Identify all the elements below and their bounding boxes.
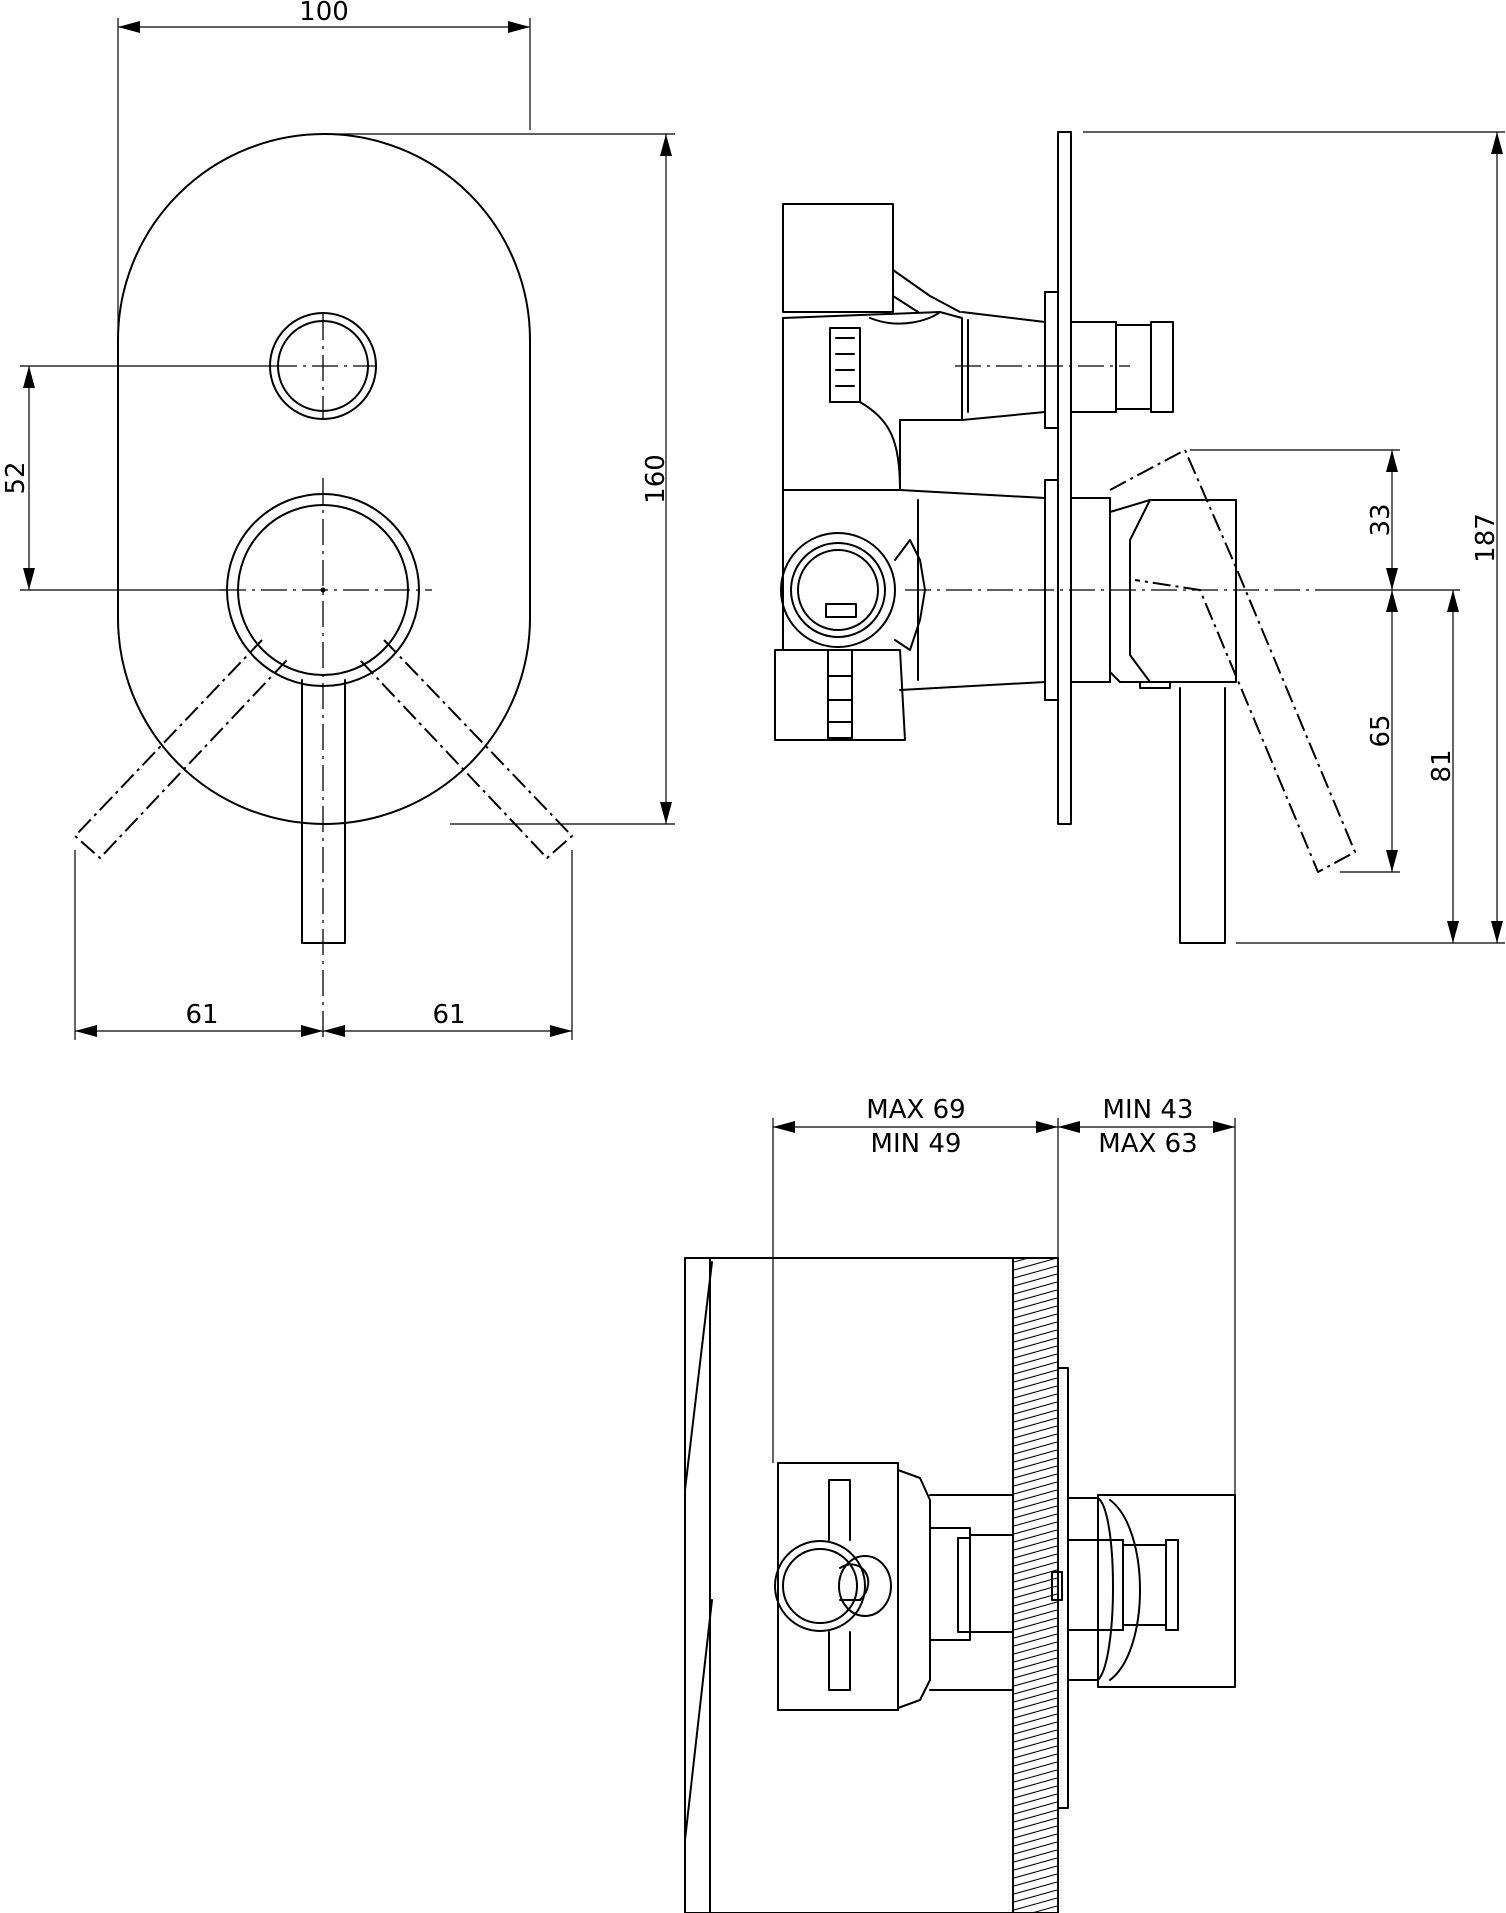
side-lever: [1179, 687, 1226, 944]
dim-min-49: MIN 49: [871, 1129, 962, 1159]
dim-160: 160: [641, 454, 671, 504]
section-cartridge: [774, 1540, 866, 1632]
side-handle-body: [1070, 497, 1237, 683]
lever-ghost-right: [359, 639, 573, 859]
dim-33: 33: [1366, 503, 1396, 536]
section-view: MAX 69 MIN 49 MIN 43 MAX 63: [684, 1095, 1236, 1913]
side-view: 187 33 65 81: [774, 131, 1505, 944]
side-lever-ghost: [1109, 449, 1356, 873]
side-cover-plate: [1057, 131, 1072, 825]
dim-61-left: 61: [185, 1000, 218, 1030]
front-view: 100 160 52 61 61: [1, 0, 675, 1040]
dim-187: 187: [1471, 513, 1501, 563]
valve-body: [782, 311, 963, 491]
dim-52: 52: [1, 461, 31, 494]
wall-outline: [684, 1257, 1059, 1913]
dim-61-right: 61: [432, 1000, 465, 1030]
dim-max-63: MAX 63: [1098, 1129, 1197, 1159]
wall-hatching: [1013, 1258, 1058, 1913]
dim-65: 65: [1366, 714, 1396, 747]
lever-ghost-left: [74, 639, 288, 859]
dim-max-69: MAX 69: [866, 1095, 965, 1125]
dim-81: 81: [1427, 749, 1457, 782]
dim-min-43: MIN 43: [1103, 1095, 1194, 1125]
cover-plate: [117, 133, 531, 825]
cartridge-outer: [780, 532, 896, 648]
dim-100: 100: [299, 0, 349, 27]
